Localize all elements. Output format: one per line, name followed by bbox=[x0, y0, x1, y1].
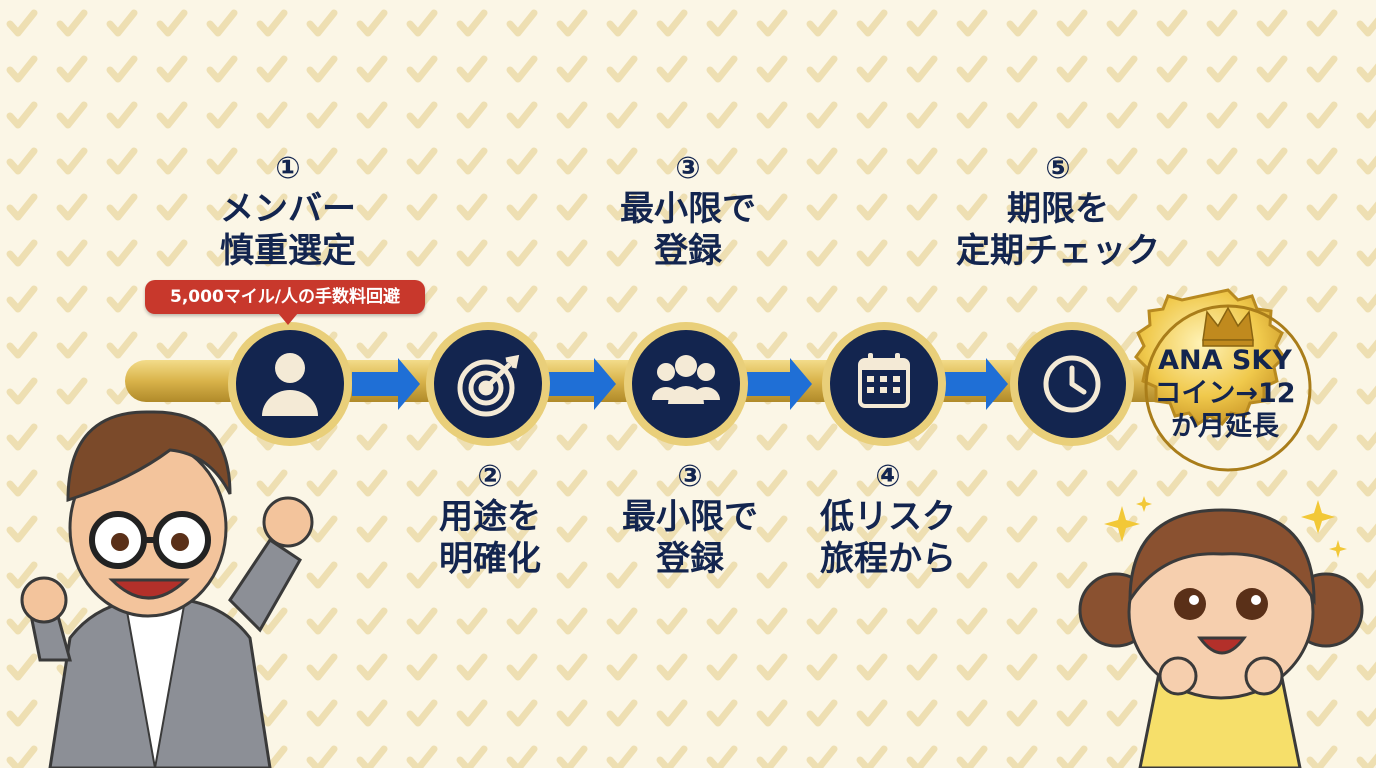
step-circle-2 bbox=[426, 322, 550, 446]
crown-icon bbox=[1202, 306, 1254, 347]
sparkles bbox=[1104, 496, 1347, 558]
step-2-title-line2: 明確化 bbox=[439, 539, 541, 579]
step-4-title-line2: 旅程から bbox=[820, 539, 956, 579]
clock-icon bbox=[1043, 355, 1101, 413]
step-5-title-line2: 定期チェック bbox=[956, 231, 1160, 271]
arrow-1 bbox=[352, 358, 420, 410]
step-3-top-title-line1: 最小限で bbox=[620, 189, 756, 229]
step-5-number: ⑤ bbox=[1045, 151, 1071, 186]
step-1-number: ① bbox=[275, 151, 301, 186]
person-icon bbox=[262, 353, 318, 416]
step-4-title-line1: 低リスク bbox=[820, 497, 956, 537]
step-3-bottom-title-line2: 登録 bbox=[656, 539, 724, 579]
arrow-2 bbox=[548, 358, 616, 410]
target-icon bbox=[457, 354, 520, 417]
girl-character bbox=[1078, 508, 1364, 768]
step-1-label: ① メンバー 慎重選定 bbox=[220, 150, 356, 272]
step-2-title-line1: 用途を bbox=[439, 497, 541, 537]
step-2-label: ② 用途を 明確化 bbox=[439, 458, 541, 580]
step-circle-3 bbox=[624, 322, 748, 446]
step-1-title-line2: 慎重選定 bbox=[220, 231, 356, 271]
calendar-icon bbox=[858, 353, 910, 408]
seal-line1: ANA SKY bbox=[1158, 345, 1292, 376]
step-circle-1 bbox=[228, 322, 352, 446]
step-circle-5 bbox=[1010, 322, 1134, 446]
step-arrows bbox=[352, 358, 1008, 410]
arrow-3 bbox=[744, 358, 812, 410]
step-4-number: ④ bbox=[875, 459, 901, 494]
step-2-number: ② bbox=[477, 459, 503, 494]
step-4-label: ④ 低リスク 旅程から bbox=[820, 458, 956, 580]
seal-text: ANA SKY コイン→12 か月延長 bbox=[1150, 344, 1300, 443]
arrow-4 bbox=[940, 358, 1008, 410]
seal-line2: コイン→12 bbox=[1154, 378, 1296, 409]
step-1-title-line1: メンバー bbox=[220, 189, 356, 229]
step-3-top-title-line2: 登録 bbox=[654, 231, 722, 271]
group-icon bbox=[652, 355, 720, 404]
step-3-top-number: ③ bbox=[675, 151, 701, 186]
step-3-bottom-title-line1: 最小限で bbox=[622, 497, 758, 537]
gold-seal bbox=[1134, 288, 1312, 472]
step-3-bottom-label: ③ 最小限で 登録 bbox=[622, 458, 758, 580]
step-circle-4 bbox=[822, 322, 946, 446]
step-5-label: ⑤ 期限を 定期チェック bbox=[956, 150, 1160, 272]
step-3-bottom-number: ③ bbox=[677, 459, 703, 494]
seal-line3: か月延長 bbox=[1171, 411, 1279, 442]
step-3-top-label: ③ 最小限で 登録 bbox=[620, 150, 756, 272]
man-character bbox=[20, 410, 314, 768]
fee-avoidance-bubble: 5,000マイル/人の手数料回避 bbox=[145, 280, 425, 325]
step-5-title-line1: 期限を bbox=[1007, 189, 1109, 229]
